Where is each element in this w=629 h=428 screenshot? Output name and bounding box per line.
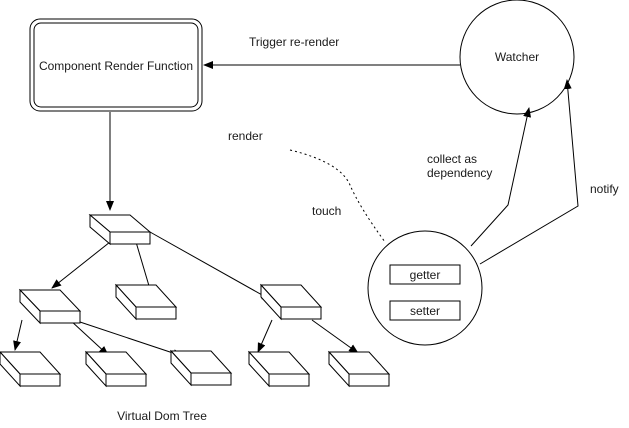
vdom-node <box>247 350 311 388</box>
tree-edges <box>13 231 359 357</box>
tree-nodes <box>0 213 391 388</box>
watcher-node: Watcher <box>459 0 575 115</box>
collect-label-line2: dependency <box>427 166 492 180</box>
vdom-node <box>84 350 148 388</box>
render-label: render <box>228 129 263 143</box>
tree-edge <box>149 231 272 301</box>
notify-arrow <box>479 79 579 265</box>
setter-box <box>389 300 461 321</box>
tree-edge <box>79 321 183 357</box>
tree-edge <box>13 319 23 351</box>
vdom-node-root <box>88 213 152 246</box>
touch-dotted-line <box>289 149 386 243</box>
render-function-label: Component Render Function <box>39 59 193 73</box>
trigger-rerender-label: Trigger re-render <box>249 35 339 49</box>
notify-label: notify <box>590 182 619 196</box>
vdom-node <box>0 351 62 388</box>
vdom-node <box>18 288 82 325</box>
tree-edge <box>69 319 109 356</box>
collect-label-line1: collect as <box>427 152 477 166</box>
collect-dependency-arrow <box>470 107 532 247</box>
tree-edge <box>257 319 273 353</box>
tree-edge <box>51 241 111 289</box>
getter-label: getter <box>410 268 441 282</box>
vdom-node <box>114 283 178 321</box>
vdom-node <box>327 350 391 388</box>
virtual-dom-tree-label: Virtual Dom Tree <box>117 409 207 423</box>
data-object-node: getter setter <box>367 230 483 346</box>
setter-label: setter <box>410 304 440 318</box>
watcher-label: Watcher <box>495 50 539 64</box>
touch-label: touch <box>312 204 341 218</box>
tree-edge <box>311 319 359 354</box>
render-function-box: Component Render Function <box>29 18 203 112</box>
vdom-node <box>259 283 323 321</box>
vdom-node <box>169 349 233 387</box>
getter-box <box>389 264 461 285</box>
